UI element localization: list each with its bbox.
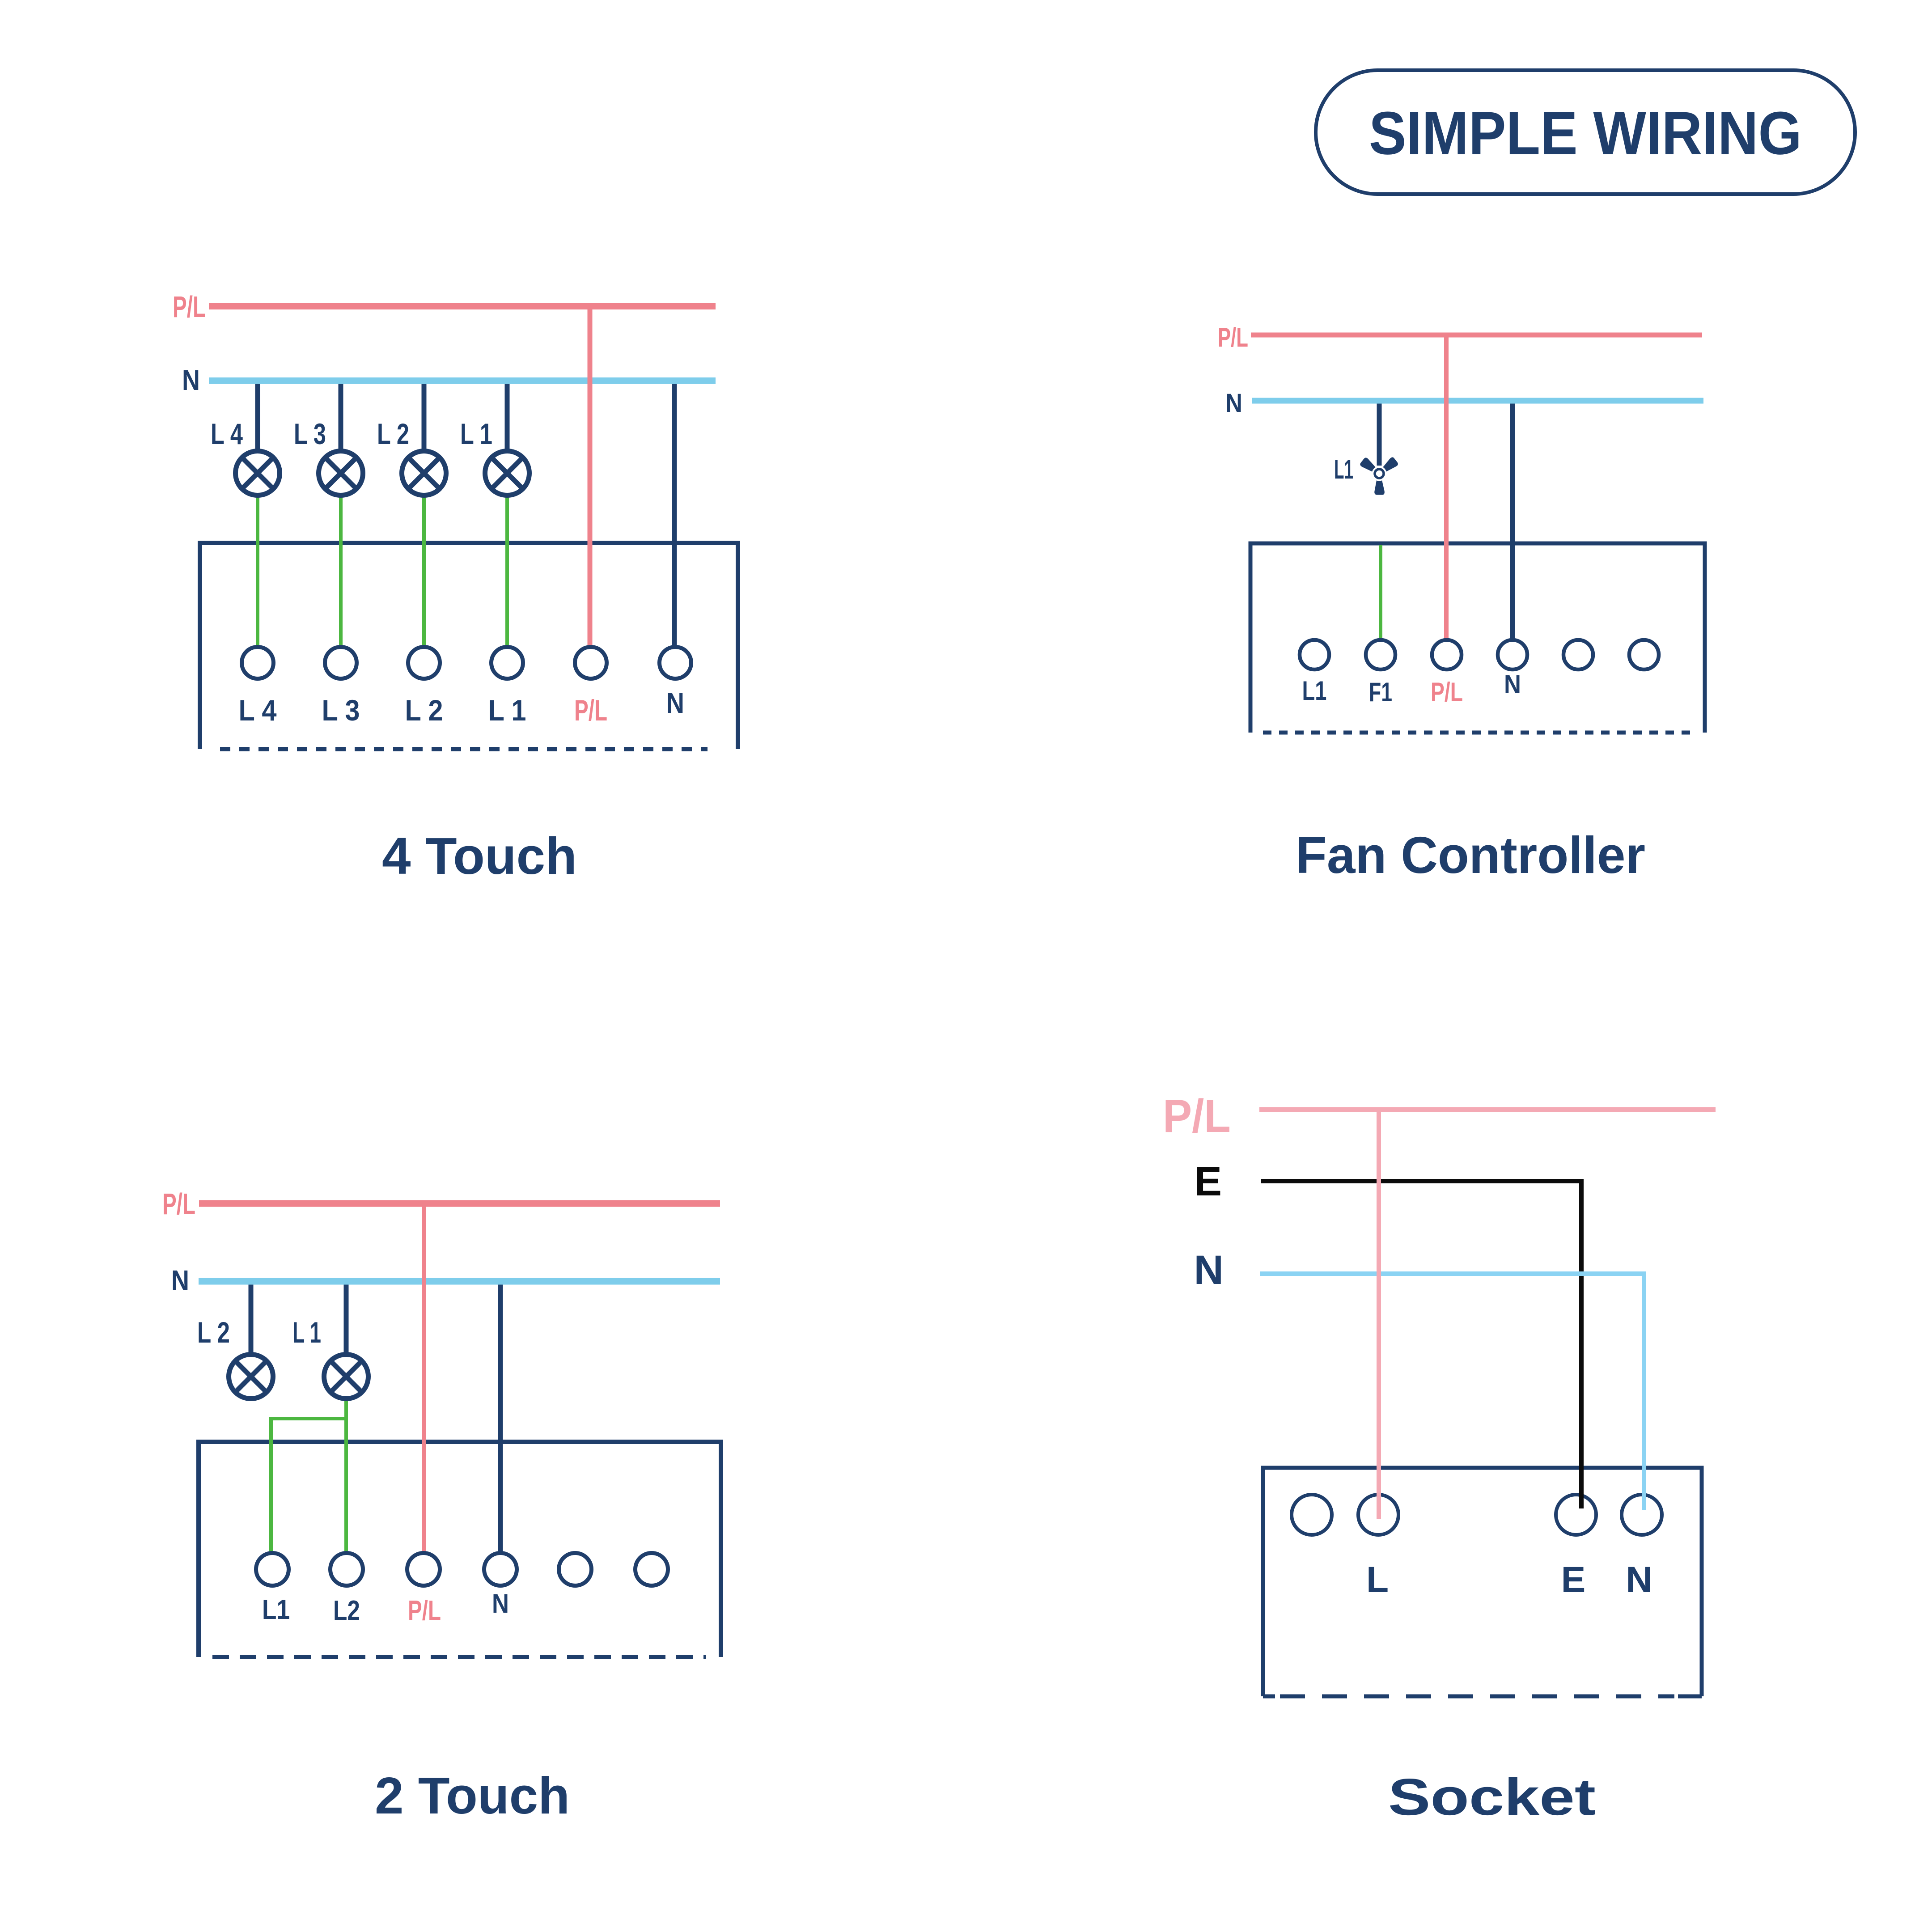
lamp-l1-icon [483, 449, 532, 498]
fan-blade [1374, 479, 1385, 495]
terminal-label-pl: P/L [574, 694, 607, 727]
terminal-n [482, 1551, 519, 1588]
fan-label-l1: L1 [1334, 454, 1353, 484]
terminal-pl [573, 645, 609, 681]
bus-label-pl: P/L [162, 1187, 195, 1221]
bus-label-pl: P/L [1163, 1090, 1231, 1142]
terminal-1 [1290, 1493, 1334, 1537]
terminal-label-l2: L2 [333, 1595, 360, 1626]
terminal-label-l3: L 3 [322, 694, 360, 727]
lamp-cross-stroke [241, 456, 275, 490]
terminal-l1 [254, 1551, 291, 1588]
bus-label-n: N [171, 1264, 189, 1296]
lamp-l2-icon [399, 449, 449, 498]
terminal-label-n: N [1504, 670, 1521, 699]
terminal-l1 [1297, 638, 1331, 672]
terminal-label-e: E [1561, 1559, 1586, 1600]
bus-label-pl: P/L [173, 290, 206, 324]
lamp-cross-stroke [329, 1360, 363, 1394]
terminal-label-f1: F1 [1369, 677, 1392, 707]
terminal-n [657, 645, 693, 681]
fan-blade [1360, 458, 1377, 472]
terminal-l3 [323, 645, 359, 681]
terminal-l2 [328, 1551, 365, 1588]
bus-label-pl: P/L [1218, 322, 1248, 352]
diagram-title: 2 Touch [375, 1767, 570, 1825]
lamp-label-l1: L 1 [460, 417, 492, 450]
lamp-label-l3: L 3 [294, 417, 326, 450]
lamp-cross-stroke [234, 1360, 268, 1394]
wire-neutral [1260, 1271, 1646, 1510]
terminal-label-l2: L 2 [405, 694, 443, 727]
terminal-pl [405, 1551, 442, 1588]
junction-box-outline [1261, 1466, 1704, 1696]
lamp-label-l4: L 4 [211, 417, 243, 450]
terminal-f1 [1364, 638, 1398, 672]
junction-box [1261, 1466, 1704, 1699]
diagram-title: 4 Touch [382, 827, 577, 885]
bus-label-e: E [1195, 1159, 1222, 1204]
terminal-5 [1561, 638, 1595, 672]
terminal-label-l1: L 1 [488, 694, 526, 727]
lamp-l3-icon [316, 449, 365, 498]
terminal-label-n: N [666, 687, 684, 719]
terminal-label-l4: L 4 [239, 694, 277, 727]
terminal-6 [1627, 638, 1661, 672]
terminal-label-n: N [1626, 1559, 1652, 1600]
terminal-label-l1: L1 [1302, 676, 1327, 706]
terminal-6 [633, 1551, 670, 1588]
lamp-label-l1: L 1 [292, 1316, 321, 1349]
lamp-cross-stroke [490, 456, 524, 490]
fan-blade [1382, 457, 1398, 472]
lamp-label-l2: L 2 [377, 417, 409, 450]
terminal-label-pl: P/L [408, 1595, 441, 1626]
junction-box-outline [198, 541, 740, 749]
junction-box-outline [1248, 541, 1707, 733]
terminal-e [1554, 1493, 1598, 1537]
terminal-l1 [489, 645, 525, 681]
diagram-title: Fan Controller [1296, 826, 1645, 884]
terminal-l4 [240, 645, 275, 681]
junction-box [196, 1440, 723, 1659]
page-title: SIMPLE WIRING [1369, 99, 1802, 167]
junction-box-outline [196, 1440, 723, 1657]
junction-box [1248, 541, 1707, 735]
fan-hub [1373, 468, 1385, 479]
title-badge: SIMPLE WIRING [1314, 68, 1857, 196]
lamp-l2-icon [226, 1352, 275, 1401]
fan-icon [1360, 457, 1398, 495]
terminal-n [1496, 638, 1530, 672]
junction-box [198, 541, 740, 751]
wire-earth [1261, 1179, 1584, 1508]
lamp-label-l2: L 2 [197, 1316, 230, 1349]
terminal-5 [557, 1551, 593, 1588]
diagram-title: Socket [1388, 1768, 1596, 1826]
lamp-l1-icon [322, 1352, 371, 1401]
bus-label-n: N [182, 364, 200, 396]
lamp-cross-stroke [407, 456, 441, 490]
bus-label-n: N [1194, 1247, 1224, 1293]
lamp-cross-stroke [324, 456, 358, 490]
terminal-label-l1: L1 [262, 1594, 290, 1625]
terminal-label-pl: P/L [1431, 677, 1463, 707]
terminal-label-l: L [1366, 1559, 1389, 1600]
title-badge-outline [1314, 68, 1857, 196]
terminal-label-n: N [492, 1589, 509, 1618]
lamp-l4-icon [233, 449, 282, 498]
diagram-four-touch: P/L N L 4 L 3 L 2 L 1 L 4 L 3 L 2 L 1 P/L N 4 Touch [173, 290, 740, 885]
bus-label-n: N [1225, 389, 1242, 418]
terminal-l2 [406, 645, 442, 681]
terminal-pl [1430, 638, 1464, 672]
